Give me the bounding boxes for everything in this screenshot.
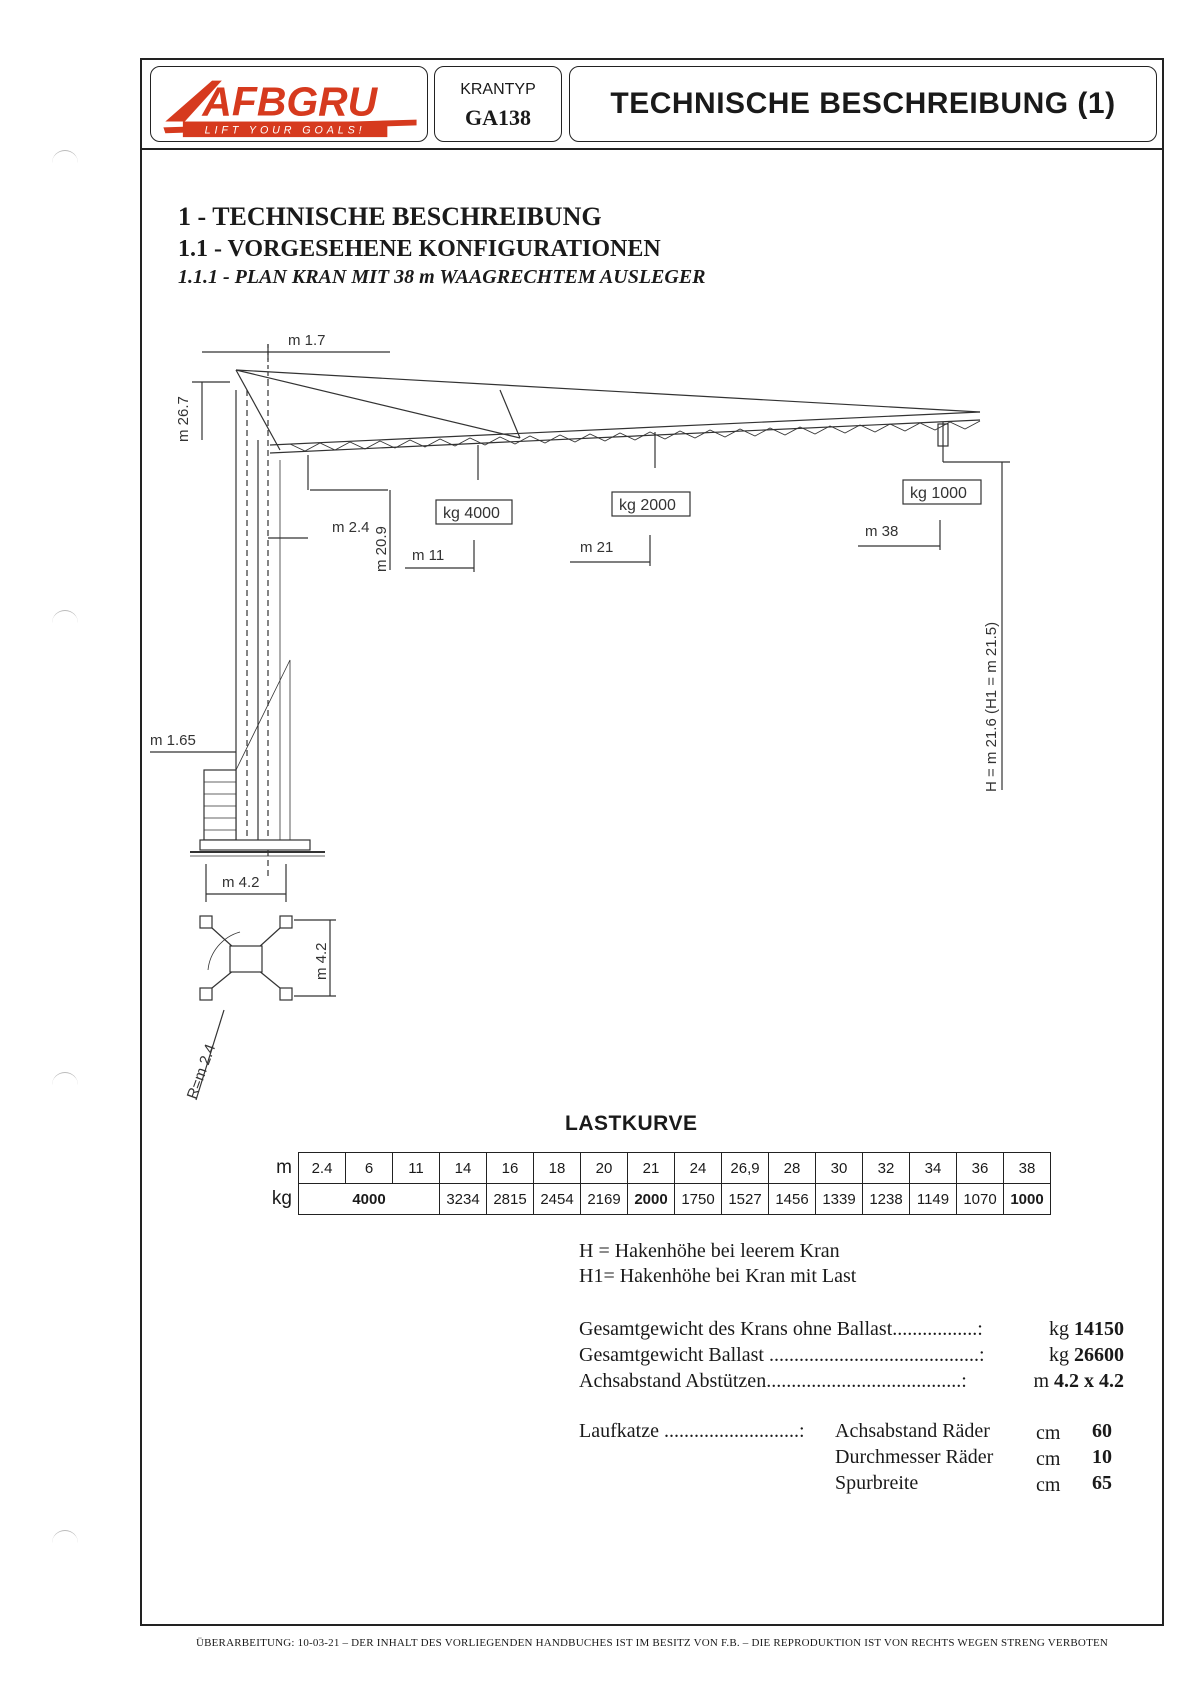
afbgru-logo: AFBGRU LIFT YOUR GOALS! [163, 79, 417, 138]
distance-cell: 14 [439, 1152, 487, 1184]
distance-cell: 36 [956, 1152, 1004, 1184]
dim-label-20-9: m 20.9 [373, 526, 390, 572]
load-cell: 1070 [956, 1183, 1004, 1215]
margin-mark [52, 610, 78, 625]
load-cell: 1339 [815, 1183, 863, 1215]
load-cell: 2454 [533, 1183, 581, 1215]
margin-mark [52, 1530, 78, 1545]
load-label-4000: kg 4000 [443, 505, 500, 522]
trolley-item-name: Durchmesser Räder [835, 1446, 994, 1468]
logo-box: AFBGRU LIFT YOUR GOALS! [150, 66, 428, 142]
load-label-1000: kg 1000 [910, 485, 967, 502]
dim-label-hook-height: H = m 21.6 (H1 = m 21.5) [983, 622, 1000, 792]
spec-label: Gesamtgewicht des Krans ohne Ballast....… [579, 1318, 983, 1340]
note-h: H = Hakenhöhe bei leerem Kran [579, 1240, 840, 1262]
spec-value: 4.2 x 4.2 [1054, 1370, 1124, 1392]
load-cell: 2000 [627, 1183, 675, 1215]
title-box: TECHNISCHE BESCHREIBUNG (1) [569, 66, 1157, 142]
header-divider [140, 148, 1164, 150]
load-cell: 2815 [486, 1183, 534, 1215]
page-title: TECHNISCHE BESCHREIBUNG (1) [610, 87, 1116, 120]
dim-label-top: m 1.7 [288, 332, 326, 349]
dim-label-radius: R=m 2.4 [184, 1042, 220, 1101]
trolley-label: Laufkatze ...........................: [579, 1420, 805, 1442]
dim-label-height-left: m 26.7 [175, 396, 192, 442]
load-cell: 3234 [439, 1183, 487, 1215]
page-frame [140, 58, 1164, 1626]
distance-cell: 28 [768, 1152, 816, 1184]
spec-unit: m [1033, 1370, 1054, 1392]
spec-row: Gesamtgewicht des Krans ohne Ballast....… [579, 1318, 1124, 1344]
load-cell: 2169 [580, 1183, 628, 1215]
distance-cell: 32 [862, 1152, 910, 1184]
footer-notice: ÜBERARBEITUNG: 10-03-21 – DER INHALT DES… [195, 1637, 1109, 1649]
spec-value-wrap: kg 14150 [1049, 1318, 1124, 1341]
distance-cell: 34 [909, 1152, 957, 1184]
crane-type-box: KRANTYP GA138 [434, 66, 562, 142]
load-cell: 1238 [862, 1183, 910, 1215]
distance-cell: 30 [815, 1152, 863, 1184]
unit-kg: kg [271, 1188, 292, 1209]
spec-row: Gesamtgewicht Ballast ..................… [579, 1344, 1124, 1370]
distance-cell: 11 [392, 1152, 440, 1184]
dim-label-1-65: m 1.65 [150, 732, 196, 749]
dim-label-2-4: m 2.4 [332, 519, 370, 536]
distance-cell: 16 [486, 1152, 534, 1184]
logo-name: AFBGRU [201, 79, 378, 125]
trolley-item-name: Achsabstand Räder [835, 1420, 990, 1442]
spec-unit: kg [1049, 1318, 1074, 1340]
load-label-2000: kg 2000 [619, 497, 676, 514]
table-row: kg 4000 3234 2815 2454 2169 2000 1750 15… [262, 1183, 1051, 1215]
trolley-item-unit: cm [1036, 1448, 1061, 1470]
logo-tagline: LIFT YOUR GOALS! [205, 125, 366, 137]
distance-cell: 6 [345, 1152, 393, 1184]
spec-row: Achsabstand Abstützen...................… [579, 1370, 1124, 1396]
distance-cell: 26,9 [721, 1152, 769, 1184]
dim-label-21: m 21 [580, 539, 613, 556]
trolley-item-value: 10 [1092, 1446, 1112, 1468]
margin-mark [52, 1072, 78, 1087]
dim-label-11: m 11 [412, 547, 444, 564]
trolley-item-value: 60 [1092, 1420, 1112, 1442]
load-cell: 1750 [674, 1183, 722, 1215]
spec-value: 14150 [1074, 1318, 1124, 1340]
load-curve-table: m 2.4 6 11 14 16 18 20 21 24 26,9 28 30 … [262, 1152, 1051, 1215]
trolley-item-value: 65 [1092, 1472, 1112, 1494]
dim-label-base-width: m 4.2 [222, 874, 260, 891]
load-cell: 1149 [909, 1183, 957, 1215]
load-curve-title: LASTKURVE [565, 1112, 698, 1135]
spec-value-wrap: m 4.2 x 4.2 [1033, 1370, 1124, 1393]
distance-cell: 24 [674, 1152, 722, 1184]
section-heading-1-1-1: 1.1.1 - PLAN KRAN MIT 38 m WAAGRECHTEM A… [178, 266, 706, 288]
table-row: m 2.4 6 11 14 16 18 20 21 24 26,9 28 30 … [262, 1152, 1051, 1184]
distance-cell: 38 [1003, 1152, 1051, 1184]
trolley-item-unit: cm [1036, 1422, 1061, 1444]
spec-value: 26600 [1074, 1344, 1124, 1366]
unit-m: m [276, 1157, 292, 1178]
load-cell: 1527 [721, 1183, 769, 1215]
distance-cell: 21 [627, 1152, 675, 1184]
crane-drawing: m 1.7 m 26.7 kg 4000 kg 20 [150, 332, 1010, 1101]
crane-type-value: GA138 [465, 105, 531, 130]
dim-label-base-depth: m 4.2 [313, 942, 330, 980]
spec-label: Gesamtgewicht Ballast ..................… [579, 1344, 985, 1366]
spec-value-wrap: kg 26600 [1049, 1344, 1124, 1367]
note-h1: H1= Hakenhöhe bei Kran mit Last [579, 1265, 857, 1287]
distance-cell: 2.4 [298, 1152, 346, 1184]
section-heading-1-1: 1.1 - VORGESEHENE KONFIGURATIONEN [178, 236, 661, 262]
trolley-item-name: Spurbreite [835, 1472, 919, 1494]
spec-unit: kg [1049, 1344, 1074, 1366]
dim-label-38: m 38 [865, 523, 898, 540]
load-cell: 1456 [768, 1183, 816, 1215]
distance-cell: 20 [580, 1152, 628, 1184]
trolley-item-unit: cm [1036, 1474, 1061, 1496]
crane-type-label: KRANTYP [460, 81, 536, 98]
load-cell: 1000 [1003, 1183, 1051, 1215]
distance-cell: 18 [533, 1152, 581, 1184]
load-cell: 4000 [298, 1183, 440, 1215]
margin-mark [52, 150, 78, 165]
spec-label: Achsabstand Abstützen...................… [579, 1370, 967, 1392]
section-heading-1: 1 - TECHNISCHE BESCHREIBUNG [178, 202, 602, 231]
